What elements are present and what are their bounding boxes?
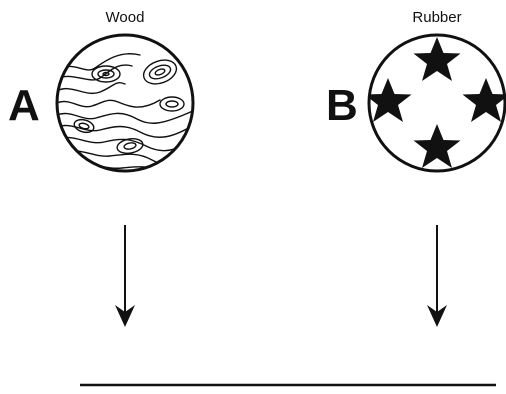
star-icon [463, 78, 506, 122]
arrow-b [427, 225, 447, 327]
star-icon [414, 124, 461, 168]
ball-a: Wood A [8, 9, 195, 178]
star-icon [414, 37, 461, 81]
ball-b-letter: B [326, 81, 358, 130]
ball-a-letter: A [8, 81, 40, 130]
wood-grain-pattern [55, 54, 195, 179]
ball-b: Rubber B [326, 9, 506, 171]
ball-b-caption: Rubber [412, 9, 461, 26]
ball-a-caption: Wood [106, 9, 145, 26]
arrow-a [115, 225, 135, 327]
ball-a-outline [57, 35, 193, 171]
